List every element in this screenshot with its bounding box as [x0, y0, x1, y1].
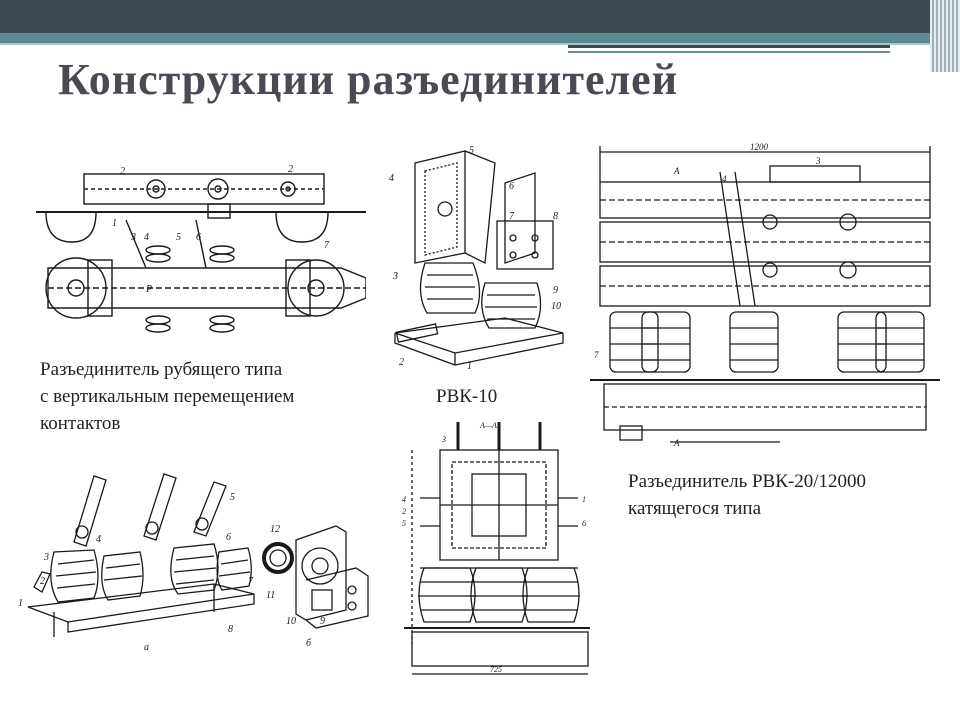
label-num-11: 11	[266, 590, 275, 601]
label-num-4: 4	[96, 534, 101, 545]
drawing-rvk-10: 4 5 6 7 8 9 10 3 2 1	[389, 145, 564, 372]
label-num-2: 2	[402, 507, 406, 516]
label-num-9: 9	[320, 616, 325, 627]
label-num-8: 8	[228, 624, 233, 635]
label-num-9: 9	[553, 285, 558, 296]
label-num-10: 10	[551, 301, 561, 312]
label-num-3: 3	[815, 156, 821, 166]
drawing-three-pole-disconnector: 1 2 3 4 5 6 7 8 а	[18, 473, 255, 653]
label-num-3: 3	[392, 271, 398, 282]
caption-knife-disconnector-2: с вертикальным перемещением	[40, 386, 295, 407]
label-num-4: 4	[144, 232, 149, 243]
label-num-6: 6	[226, 532, 231, 543]
label-num-7: 7	[324, 240, 330, 251]
label-num-6: 6	[582, 519, 586, 528]
label-num-4: 4	[402, 495, 406, 504]
label-num-4: 4	[722, 174, 727, 184]
label-num-2-right: 2	[288, 164, 293, 175]
drawing-drive-mechanism: 12 11 10 9 б	[262, 524, 369, 649]
label-section-a: А	[673, 166, 680, 176]
drawing-section-view: А—А 3 4 2 5 1 6 725	[402, 421, 590, 675]
label-num-7: 7	[594, 350, 599, 360]
header-bar	[0, 0, 960, 33]
header-accent-line	[568, 45, 890, 48]
header-teal-band	[0, 33, 960, 43]
label-num-5: 5	[176, 232, 181, 243]
label-num-6: 6	[509, 181, 514, 192]
label-num-2: 2	[120, 166, 125, 177]
header-accent-line-thin	[568, 51, 890, 53]
label-section-aa: А—А	[479, 421, 497, 430]
label-num-1: 1	[582, 495, 586, 504]
label-section-a-bottom: А	[673, 438, 680, 448]
label-num-3: 3	[130, 232, 136, 243]
label-num-12: 12	[270, 524, 280, 535]
header-stripes-decoration	[930, 0, 960, 72]
slide-title: Конструкции разъединителей	[58, 55, 679, 104]
label-num-2: 2	[40, 576, 45, 587]
caption-knife-disconnector-1: Разъединитель рубящего типа	[40, 359, 283, 380]
label-num-3: 3	[43, 552, 49, 563]
label-num-1: 1	[18, 598, 23, 609]
label-num-1: 1	[467, 361, 472, 372]
label-sub-a: а	[144, 642, 149, 653]
caption-rvk-10: РВК-10	[436, 386, 498, 407]
label-num-5: 5	[469, 145, 474, 156]
label-num-4: 4	[389, 173, 394, 184]
header-light-line	[0, 43, 960, 45]
label-num-p: P	[145, 284, 152, 295]
label-num-5: 5	[230, 492, 235, 503]
label-num-7: 7	[248, 576, 254, 587]
label-num-3: 3	[441, 435, 446, 444]
drawing-rvk-20-12000: 1200 А 3 4 7 А	[590, 142, 940, 448]
label-num-10: 10	[286, 616, 296, 627]
label-num-6: 6	[196, 232, 201, 243]
label-num-8: 8	[553, 211, 558, 222]
label-num-7: 7	[509, 211, 515, 222]
label-sub-b: б	[306, 638, 312, 649]
label-num-5: 5	[402, 519, 406, 528]
label-num-2: 2	[399, 357, 404, 368]
caption-rvk-20-1: Разъединитель РВК-20/12000	[628, 471, 867, 492]
drawing-knife-disconnector: 1 2 2 3 4 5 6 7 P	[36, 164, 366, 333]
caption-rvk-20-2: катящегося типа	[628, 498, 762, 519]
label-dimension-1200: 1200	[750, 142, 769, 152]
label-num-1: 1	[112, 218, 117, 229]
caption-knife-disconnector-3: контактов	[40, 413, 121, 434]
label-dimension-725: 725	[490, 665, 502, 674]
